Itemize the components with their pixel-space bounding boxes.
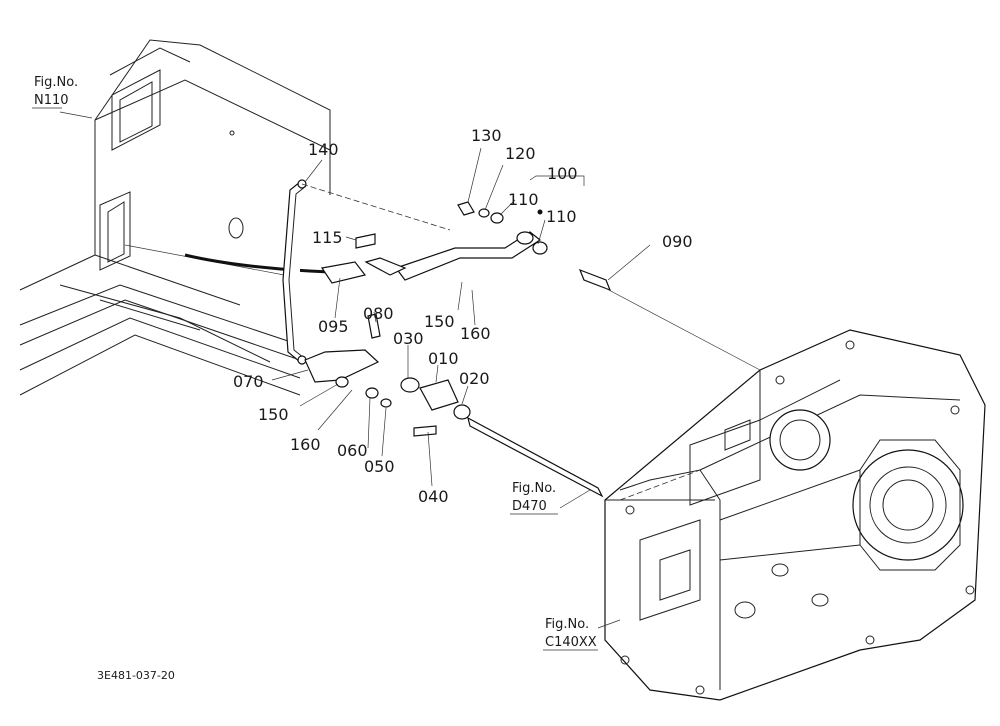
callout-110-left: 110 <box>508 190 539 209</box>
lever-assembly-070 <box>304 313 604 498</box>
callout-060: 060 <box>337 441 368 460</box>
callout-050: 050 <box>364 457 395 476</box>
callout-110-right: 110 <box>546 207 577 226</box>
callout-040: 040 <box>418 487 449 506</box>
callout-130: 130 <box>471 126 502 145</box>
callout-080: 080 <box>363 304 394 323</box>
callout-020: 020 <box>459 369 490 388</box>
callout-160-lower: 160 <box>290 435 321 454</box>
fig-ref-c140-code: C140XX <box>545 635 597 650</box>
callout-160-upper: 160 <box>460 324 491 343</box>
fig-ref-d470-label: Fig.No. <box>512 481 556 496</box>
fig-ref-n110-label: Fig.No. <box>34 75 78 90</box>
transmission-case <box>604 329 986 701</box>
callout-150-upper: 150 <box>424 312 455 331</box>
rod-140 <box>282 179 307 365</box>
callout-030: 030 <box>393 329 424 348</box>
fig-ref-d470-code: D470 <box>512 499 547 514</box>
callout-070: 070 <box>233 372 264 391</box>
callout-140: 140 <box>308 140 339 159</box>
callout-150-lower: 150 <box>258 405 289 424</box>
callout-010: 010 <box>428 349 459 368</box>
lever-assembly-100 <box>301 183 761 371</box>
fig-ref-c140-label: Fig.No. <box>545 617 589 632</box>
fig-ref-n110-code: N110 <box>34 93 69 108</box>
frame-body-n110 <box>19 39 331 396</box>
cable <box>184 253 331 274</box>
callout-115: 115 <box>312 228 343 247</box>
drawing-code: 3E481-037-20 <box>97 669 175 682</box>
callout-120: 120 <box>505 144 536 163</box>
callout-090: 090 <box>662 232 693 251</box>
callout-100: 100 <box>547 164 578 183</box>
pedal-095 <box>320 261 367 284</box>
callout-095: 095 <box>318 317 349 336</box>
leader-lines <box>59 111 651 629</box>
